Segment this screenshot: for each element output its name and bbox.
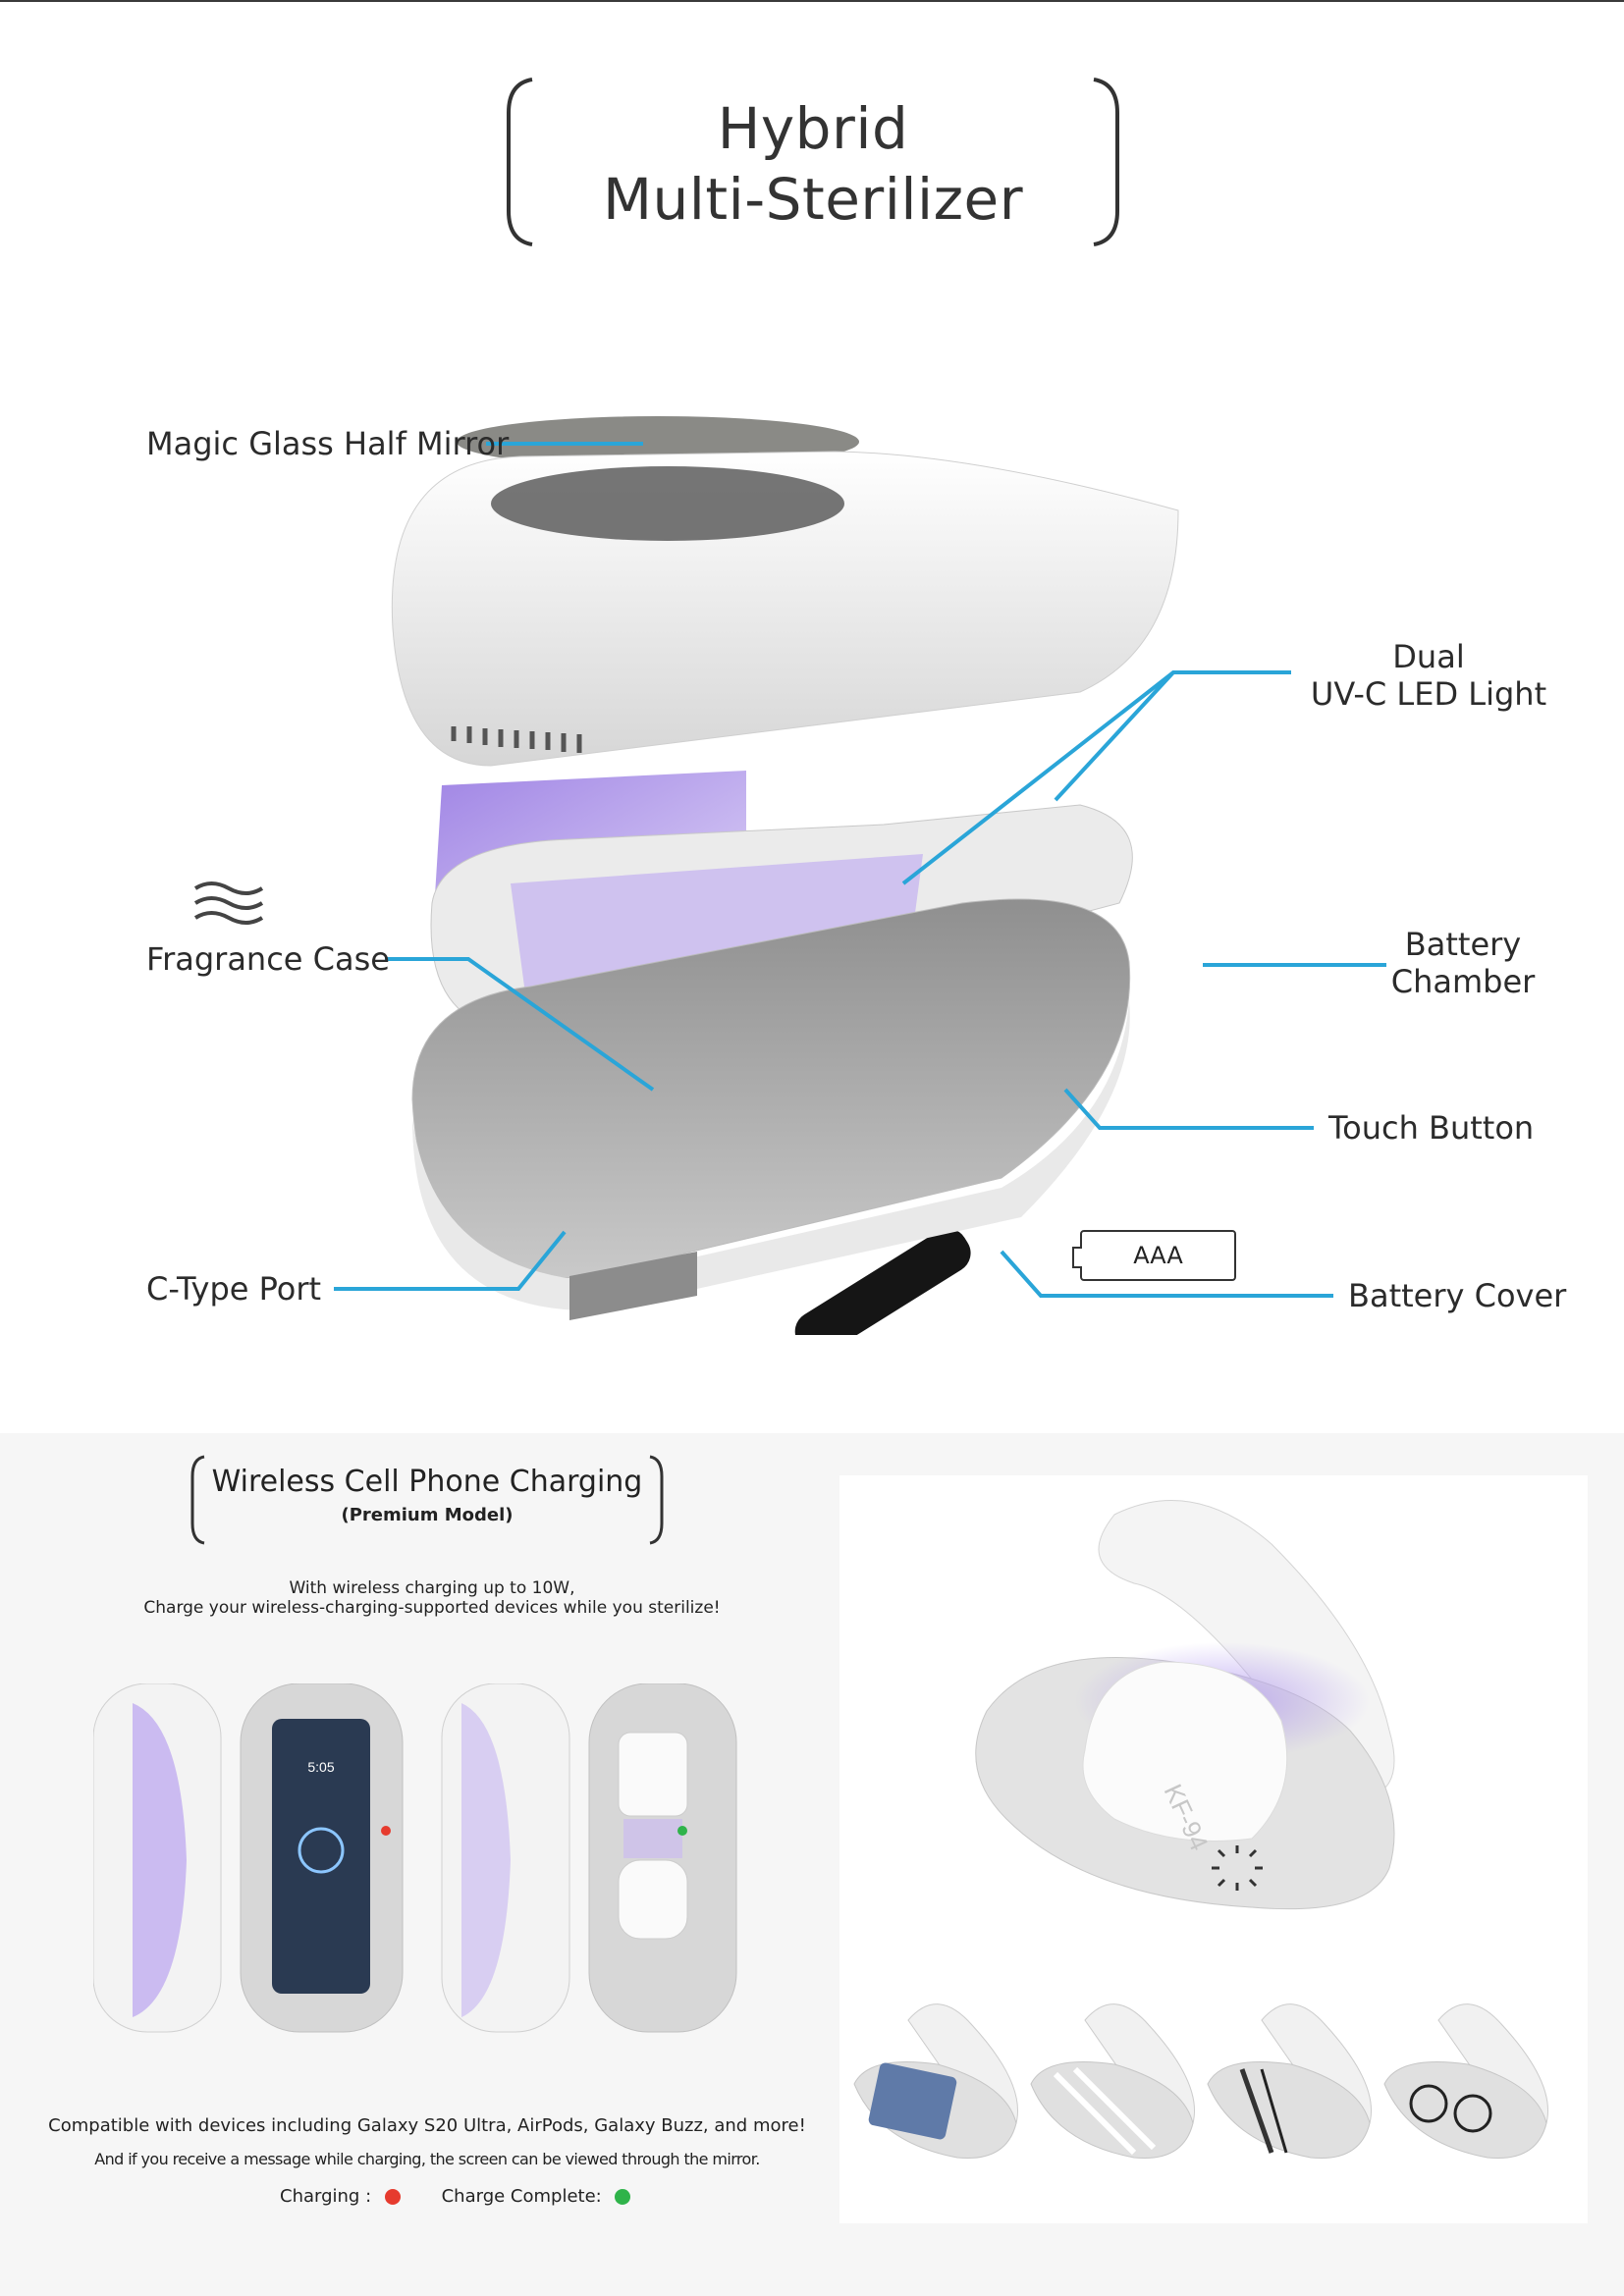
legend-complete-label: Charge Complete: [441,2186,602,2207]
compatibility-line-2: And if you receive a message while charg… [94,2150,760,2168]
title-brackets [507,78,1119,246]
lid-vents [451,726,582,753]
top-border [0,0,1624,2]
product-photo-panel: KF-94 [839,1475,1588,2223]
compatibility-line-1: Compatible with devices including Galaxy… [48,2115,806,2136]
charging-dot-icon [384,2189,401,2205]
phone-time: 5:05 [307,1759,334,1775]
base-outer [412,1001,1130,1311]
callout-lines [334,442,1386,1298]
callout-uv-line-1: Dual [1392,638,1465,675]
small-case-cutlery [1207,2003,1372,2160]
charging-devices-illustration: 5:05 [93,1683,737,2033]
fragrance-waves-icon [193,881,264,925]
callout-touch-button: Touch Button [1328,1109,1535,1147]
phone-charge-ring [298,1827,345,1874]
exploded-product-illustration [391,416,1179,1335]
complete-dot-icon [615,2189,631,2205]
wireless-description: With wireless charging up to 10W, Charge… [59,1578,805,1618]
callout-fragrance-case: Fragrance Case [146,940,390,978]
right-base-uv [623,1819,682,1858]
complete-indicator-led [677,1826,687,1836]
callout-magic-mirror: Magic Glass Half Mirror [146,425,510,462]
legend-charging-label: Charging : [280,2186,372,2207]
left-lid-uv [133,1703,187,2017]
galaxy-buds-case [618,1859,688,1940]
main-title-block: Hybrid Multi-Sterilizer [501,74,1125,250]
small-case-toothbrush [1030,2003,1195,2160]
battery-terminal-icon [1072,1247,1082,1268]
charging-indicator-led [381,1826,391,1836]
battery-aaa-icon: AAA [1072,1230,1236,1281]
wireless-title-block: Wireless Cell Phone Charging (Premium Mo… [187,1453,668,1546]
callout-battery-line-1: Battery [1404,926,1522,963]
airpods-case [618,1732,688,1817]
wireless-desc-line-2: Charge your wireless-charging-supported … [143,1598,721,1618]
callout-battery-cover: Battery Cover [1348,1277,1567,1314]
callout-battery-chamber: Battery Chamber [1389,926,1537,1000]
title-line-2: Multi-Sterilizer [602,166,1024,233]
charging-legend: Charging : Charge Complete: [280,2186,631,2207]
speaker-icon [1212,1845,1263,1891]
battery-cover-part [569,1252,697,1320]
wireless-desc-line-1: With wireless charging up to 10W, [289,1578,575,1598]
callout-uv-led: Dual UV-C LED Light [1296,638,1561,713]
wireless-title-brackets [190,1455,664,1545]
callout-battery-line-2: Chamber [1390,963,1536,1000]
page-title: Hybrid Multi-Sterilizer [501,93,1125,235]
callout-c-type-port: C-Type Port [146,1270,322,1308]
aaa-battery [794,1228,971,1335]
battery-type-label: AAA [1133,1242,1183,1269]
open-sterilizer-photo: KF-94 [853,1499,1548,2160]
small-case-phone [853,2003,1018,2160]
phone [272,1719,370,1994]
lid-window [491,466,844,541]
title-line-1: Hybrid [717,95,909,162]
kf94-mask [1082,1661,1288,1842]
right-lid-uv [461,1703,511,2017]
small-case-glasses [1383,2003,1548,2160]
wireless-subtitle: (Premium Model) [341,1505,514,1525]
wireless-title: Wireless Cell Phone Charging [211,1465,643,1499]
callout-uv-line-2: UV-C LED Light [1310,675,1547,713]
